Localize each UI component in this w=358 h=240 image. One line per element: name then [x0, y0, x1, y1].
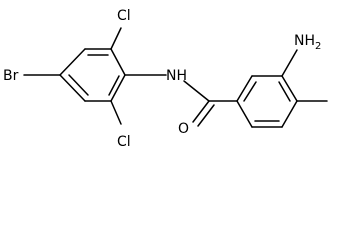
bond [59, 48, 86, 76]
bond [110, 74, 126, 102]
double-bond-inner [278, 81, 291, 102]
double-bond-inner [108, 75, 120, 96]
bond [281, 75, 298, 102]
double-bond-inner [243, 81, 257, 102]
bond-c-cl-bottom [110, 100, 122, 125]
left-aromatic-ring [59, 48, 126, 102]
bond [236, 100, 253, 128]
bond-n-carbonyl [183, 80, 210, 102]
bond-carbonyl-o [192, 100, 210, 123]
bond [110, 48, 126, 76]
bond-c-nh2 [281, 49, 298, 77]
atom-label-nh2: NH2 [294, 33, 321, 52]
atom-label-nh: NH [166, 68, 187, 84]
atom-label-cl-bottom: Cl [117, 134, 131, 150]
atom-label-cl-top: Cl [117, 8, 131, 24]
bond-carbonyl-o-double [197, 104, 215, 127]
molecule-diagram: Br Cl Cl NH NH2 O [3, 8, 328, 150]
right-aromatic-ring [236, 75, 298, 128]
atom-label-br: Br [3, 68, 19, 84]
double-bond-inner [68, 74, 89, 96]
bond [59, 74, 86, 102]
bond-c-cl-top [110, 27, 122, 50]
bond [281, 100, 298, 128]
bond [236, 75, 253, 102]
atom-label-o: O [178, 121, 189, 137]
structure-canvas: Br Cl Cl NH NH2 O [3, 8, 328, 150]
